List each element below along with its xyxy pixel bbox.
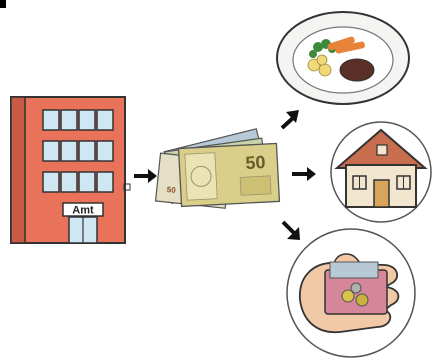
arrow-down-right-icon (283, 222, 300, 240)
office-building: Amt (11, 97, 125, 243)
building-sign-text: Amt (72, 205, 94, 217)
corner-mark (0, 0, 6, 8)
hand-with-wallet-icon (287, 229, 415, 357)
house-icon (331, 122, 431, 222)
small-banknote-value: 50 (166, 185, 176, 195)
plate-with-food-icon (277, 12, 409, 104)
banknotes-stack: 50 50 (156, 129, 280, 208)
arrow-right-icon-2 (292, 167, 316, 181)
banknote-value: 50 (245, 152, 266, 173)
arrow-up-right-icon (282, 110, 299, 128)
building-side (11, 97, 25, 243)
arrow-right-icon (134, 169, 157, 183)
